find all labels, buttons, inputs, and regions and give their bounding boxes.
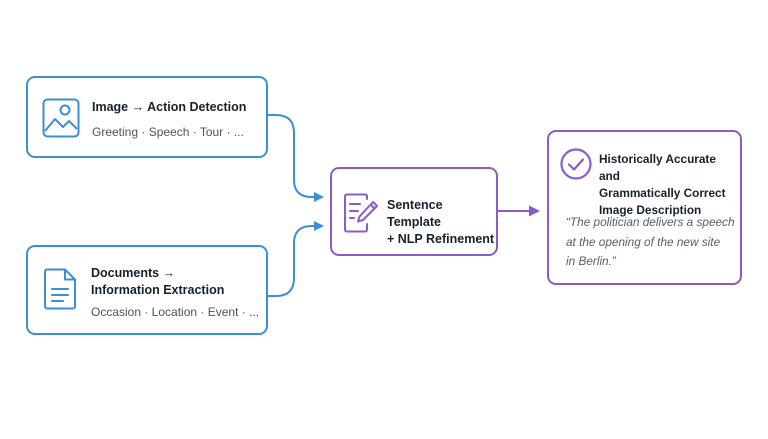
check-circle-icon bbox=[560, 148, 592, 185]
template-title-line-1: Sentence Template bbox=[387, 198, 443, 229]
edit-icon bbox=[343, 193, 379, 238]
quote-line-2: at the opening of the new site bbox=[566, 234, 721, 249]
documents-extraction-box: Documents → Information Extraction Occas… bbox=[26, 245, 268, 335]
image-description-output-box: Historically Accurate and Grammatically … bbox=[547, 130, 742, 285]
output-title-line-2: Grammatically Correct bbox=[599, 186, 726, 200]
image-action-detection-box: Image → Action Detection Greeting · Spee… bbox=[26, 76, 268, 158]
output-title-line-1: Historically Accurate and bbox=[599, 152, 716, 183]
documents-box-fields: Occasion · Location · Event · ... bbox=[91, 305, 260, 319]
output-title-line-3: Image Description bbox=[599, 203, 702, 217]
quote-line-3: in Berlin.” bbox=[566, 254, 616, 268]
image-box-title: Image → Action Detection bbox=[92, 100, 247, 114]
documents-title-line-1: Documents → bbox=[91, 266, 176, 280]
image-icon bbox=[42, 98, 80, 143]
output-box-title: Historically Accurate and Grammatically … bbox=[599, 151, 740, 219]
quote-line-1: “The politician delivers a speech bbox=[566, 215, 735, 229]
example-description-quote: “The politician delivers a speech at the… bbox=[566, 213, 735, 272]
document-icon bbox=[43, 268, 77, 315]
template-box-title: Sentence Template + NLP Refinement bbox=[387, 197, 496, 248]
sentence-template-box: Sentence Template + NLP Refinement bbox=[330, 167, 498, 256]
documents-box-title: Documents → Information Extraction bbox=[91, 265, 224, 299]
image-box-actions: Greeting · Speech · Tour · ... bbox=[92, 125, 244, 139]
template-title-line-2: + NLP Refinement bbox=[387, 232, 495, 246]
documents-title-line-2: Information Extraction bbox=[91, 283, 225, 297]
arrow-image-to-template bbox=[267, 114, 324, 202]
arrow-documents-to-template bbox=[267, 221, 324, 297]
